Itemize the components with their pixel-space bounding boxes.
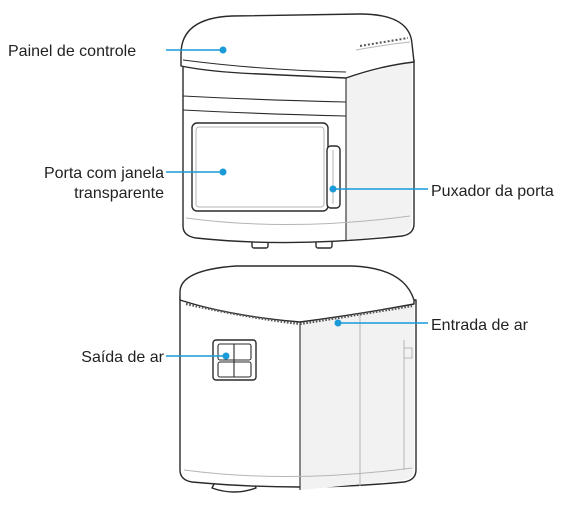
control-panel-lid	[180, 13, 415, 79]
label-door-window-line2: transparente	[74, 185, 164, 202]
air-fryer-back-view	[179, 265, 417, 493]
callout-air-inlet: Entrada de ar	[334, 317, 529, 334]
callout-dot-door-window	[219, 168, 227, 176]
label-control-panel: Painel de controle	[8, 43, 136, 60]
label-air-outlet: Saída de ar	[81, 349, 164, 366]
callout-air-outlet: Saída de ar	[81, 349, 230, 366]
transparent-door-window	[191, 122, 329, 212]
label-door-handle: Puxador da porta	[431, 183, 554, 200]
back-lid	[179, 265, 415, 323]
callout-dot-air-outlet	[222, 352, 230, 360]
label-air-inlet: Entrada de ar	[431, 317, 529, 334]
callout-dot-air-inlet	[334, 319, 342, 327]
label-door-window-line1: Porta com janela	[44, 165, 164, 182]
callout-dot-door-handle	[329, 185, 337, 193]
air-inlet-vents-front	[185, 302, 301, 326]
callout-door-window: Porta com janela transparente	[44, 165, 227, 202]
callout-door-handle: Puxador da porta	[329, 183, 554, 200]
callout-dot-control-panel	[219, 46, 227, 54]
callout-control-panel: Painel de controle	[8, 43, 227, 60]
air-fryer-front-view	[180, 13, 415, 249]
air-outlet-vent	[212, 339, 257, 381]
